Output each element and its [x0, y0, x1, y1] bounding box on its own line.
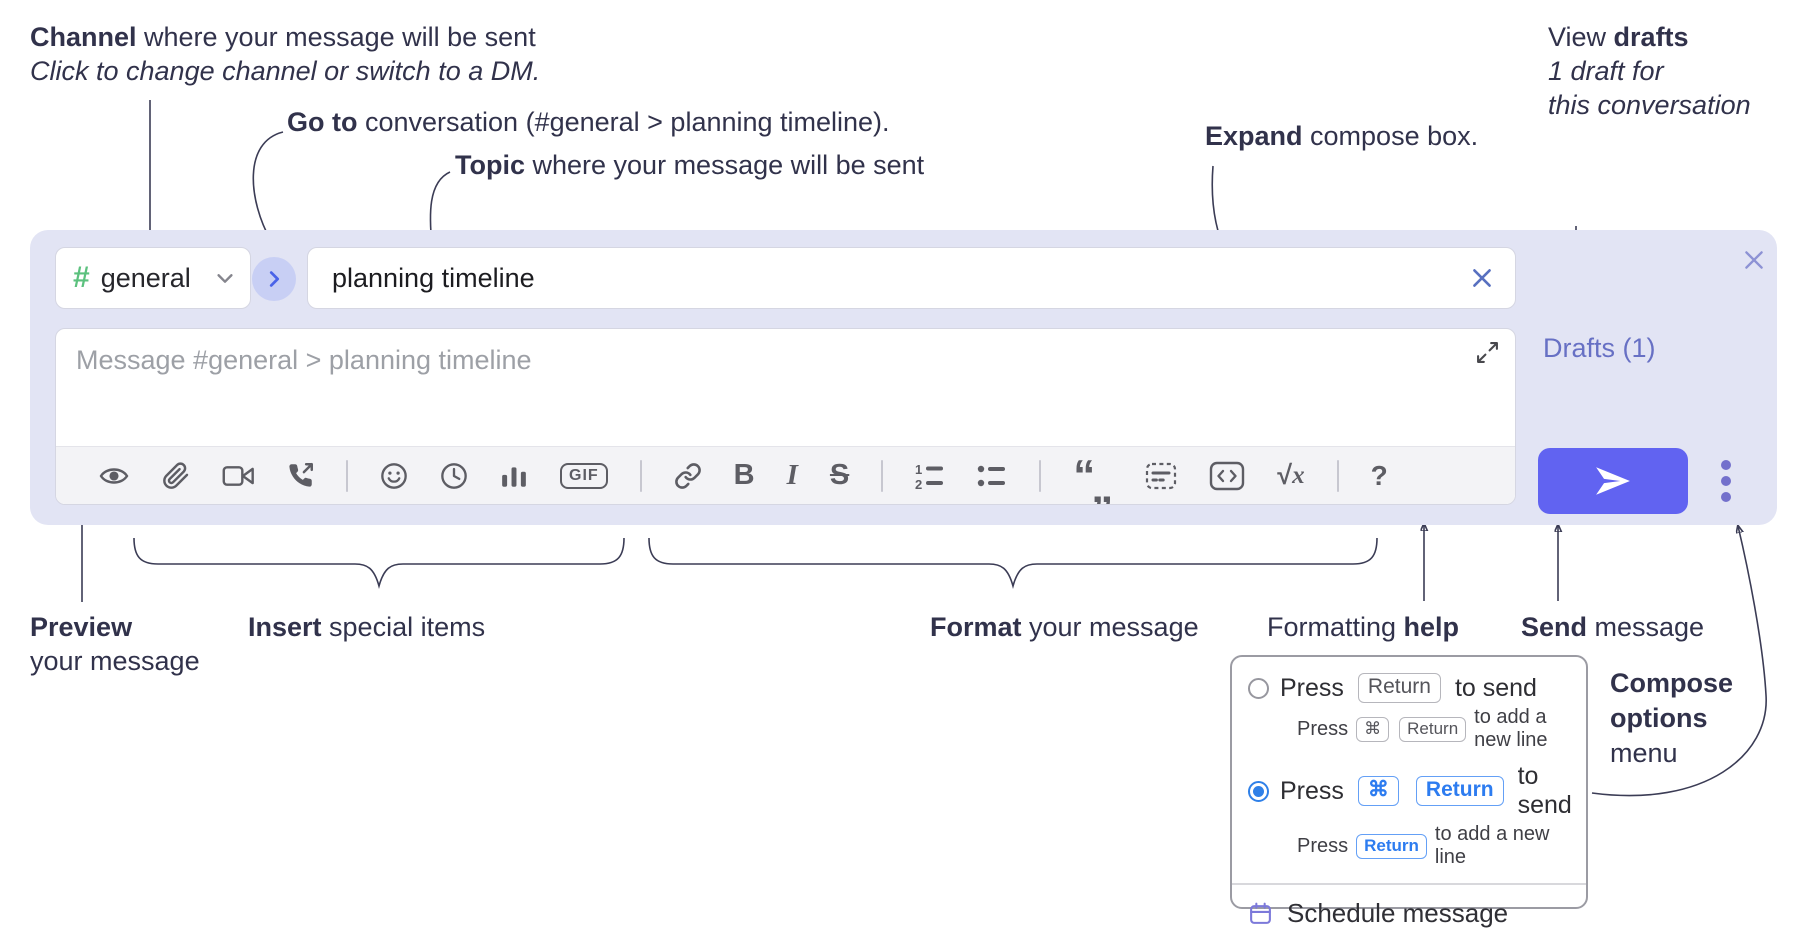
chevron-right-icon — [269, 271, 280, 287]
math-icon[interactable]: √x — [1277, 460, 1305, 490]
calendar-icon — [1250, 902, 1271, 924]
cmd-key: ⌘ — [1357, 776, 1399, 806]
toolbar-divider — [346, 459, 348, 492]
schedule-message-item[interactable]: Schedule message — [1232, 893, 1586, 934]
enter-sends-option[interactable]: Press Return to send — [1232, 669, 1586, 705]
return-key: Return — [1356, 833, 1427, 859]
svg-text:1: 1 — [915, 462, 922, 477]
ellipsis-dot — [1721, 460, 1731, 470]
topic-value: planning timeline — [332, 262, 535, 293]
close-compose-icon[interactable] — [1740, 246, 1768, 274]
channel-name: general — [100, 262, 191, 293]
quote-icon[interactable]: “ „ — [1073, 450, 1114, 505]
link-icon[interactable] — [674, 462, 702, 490]
return-key: Return — [1357, 673, 1441, 703]
cmd-enter-sends-option[interactable]: Press ⌘ Return to send — [1232, 758, 1586, 822]
radio-unselected-icon[interactable] — [1248, 677, 1269, 699]
compose-options-annotation: Compose options menu — [1610, 668, 1734, 768]
ellipsis-dot — [1721, 492, 1731, 502]
insert-brace — [133, 537, 625, 589]
insert-annotation: Insert special items — [248, 612, 486, 642]
preview-icon[interactable] — [98, 463, 130, 489]
topic-annotation: Topic where your message will be sent — [455, 150, 925, 180]
channel-annotation-bold: Channel — [30, 22, 137, 52]
channel-selector[interactable]: # general — [55, 247, 251, 309]
goto-connector — [252, 131, 284, 241]
message-formatting-help-icon[interactable]: ? — [1370, 459, 1388, 491]
formatting-help-annotation: Formatting help — [1267, 612, 1460, 642]
return-key: Return — [1415, 776, 1504, 806]
chevron-down-icon — [214, 267, 236, 289]
bold-icon[interactable]: B — [733, 459, 755, 491]
svg-text:2: 2 — [915, 477, 922, 490]
compose-box: # general planning timeline Message #gen… — [30, 230, 1777, 525]
expand-annotation: Expand compose box. — [1205, 121, 1479, 151]
topic-input[interactable]: planning timeline — [307, 247, 1516, 309]
toolbar-divider — [881, 459, 884, 492]
compose-options-menu-button[interactable] — [1704, 448, 1748, 514]
bulleted-list-icon[interactable] — [977, 462, 1007, 490]
cmd-key: ⌘ — [1356, 716, 1390, 742]
ellipsis-dot — [1721, 476, 1731, 486]
compose-options-menu: Press Return to send Press ⌘ Return to a… — [1230, 655, 1588, 944]
send-annotation: Send message — [1521, 612, 1705, 642]
voice-call-icon[interactable] — [287, 462, 314, 489]
preview-annotation: Preview your message — [30, 612, 200, 676]
gif-icon[interactable]: GIF — [560, 462, 608, 489]
clear-topic-icon[interactable] — [1469, 265, 1495, 291]
send-button[interactable] — [1538, 448, 1688, 514]
format-annotation: Format your message — [930, 612, 1199, 642]
cmd-enter-sends-option-hint: Press Return to add a new line — [1297, 823, 1550, 868]
italic-icon[interactable]: I — [786, 459, 798, 491]
return-key: Return — [1399, 716, 1467, 742]
poll-icon[interactable] — [500, 463, 528, 489]
channel-annotation-rest: where your message will be sent — [136, 22, 536, 52]
menu-divider — [1232, 883, 1586, 885]
enter-sends-option-hint: Press ⌘ Return to add a new line — [1297, 706, 1548, 751]
attach-file-icon[interactable] — [162, 461, 190, 490]
toolbar-divider — [1336, 459, 1339, 492]
go-to-conversation-button[interactable] — [252, 257, 296, 301]
expand-compose-icon[interactable] — [1476, 341, 1499, 369]
toolbar-divider — [639, 459, 642, 492]
channel-annotation-sub: Click to change channel or switch to a D… — [30, 56, 541, 86]
toolbar-divider — [1039, 459, 1042, 492]
view-scheduled-messages-item[interactable]: View scheduled messages — [1232, 934, 1586, 944]
message-area: Message #general > planning timeline — [55, 328, 1516, 505]
drafts-link[interactable]: Drafts (1) — [1543, 333, 1656, 363]
code-icon[interactable] — [1209, 461, 1245, 491]
channel-hash-icon: # — [73, 261, 90, 294]
strikethrough-icon[interactable]: S — [829, 459, 850, 491]
channel-annotation: Channel where your message will be sent … — [30, 20, 540, 88]
spoiler-icon[interactable] — [1145, 462, 1177, 490]
message-placeholder: Message #general > planning timeline — [76, 345, 532, 375]
time-icon[interactable] — [440, 462, 468, 490]
emoji-icon[interactable] — [380, 462, 408, 490]
drafts-annotation: View drafts 1 draft for this conversatio… — [1548, 22, 1751, 120]
radio-selected-icon[interactable] — [1248, 780, 1269, 802]
message-textarea[interactable]: Message #general > planning timeline — [56, 329, 1515, 446]
format-brace — [648, 537, 1378, 589]
video-call-icon[interactable] — [222, 464, 255, 488]
goto-annotation: Go to conversation (#general > planning … — [287, 107, 890, 137]
send-icon — [1596, 467, 1630, 495]
